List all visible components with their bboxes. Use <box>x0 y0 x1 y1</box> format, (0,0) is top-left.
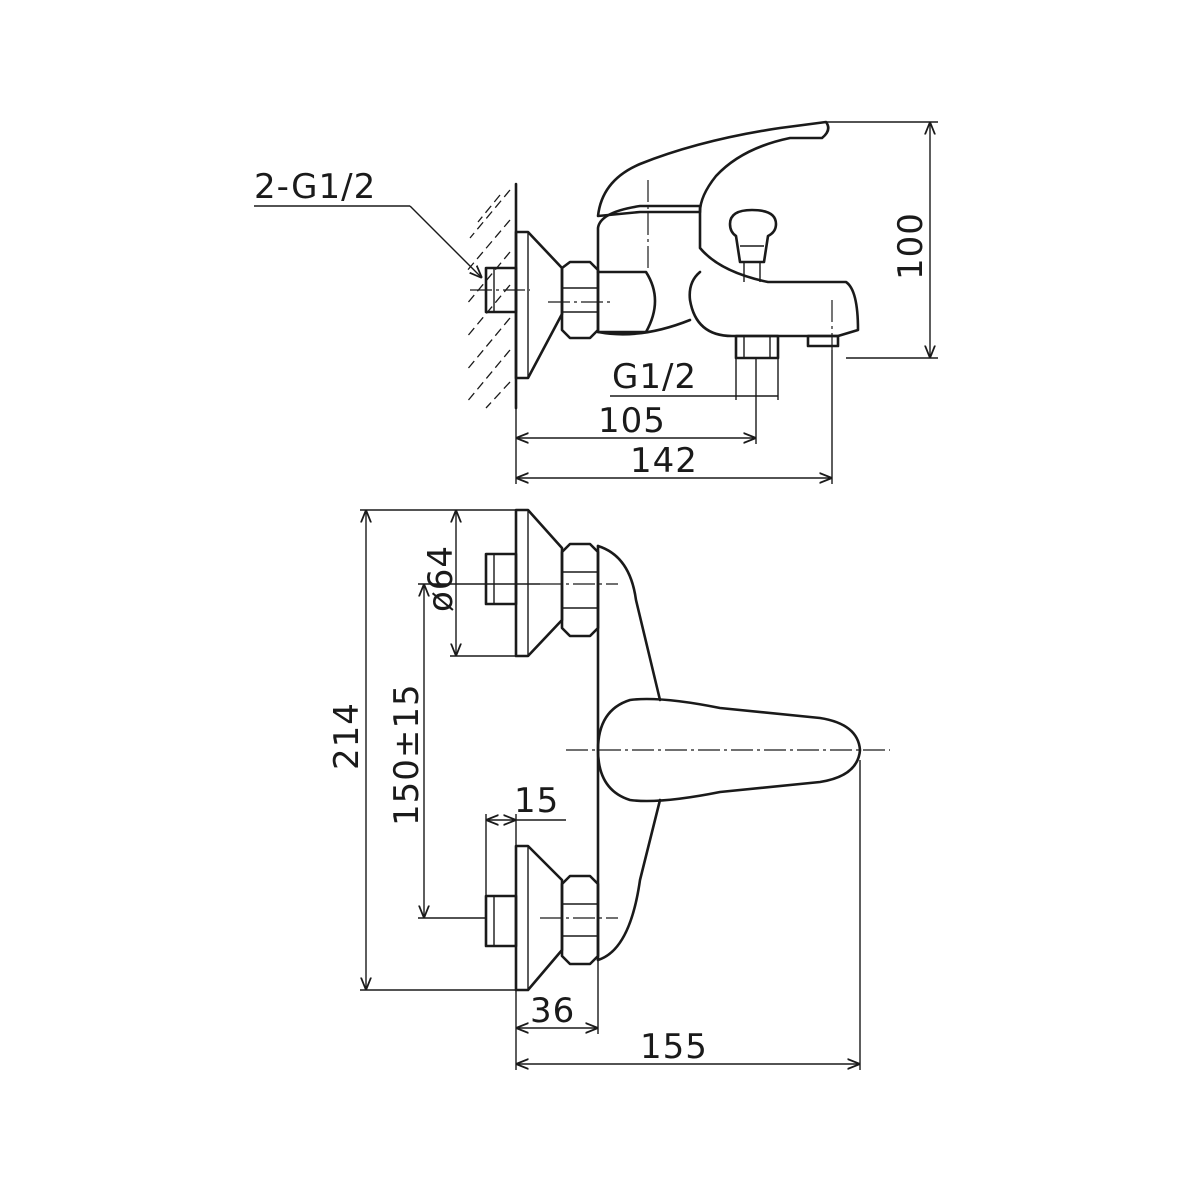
dimension-214 <box>360 509 516 991</box>
dimension-214-label: 214 <box>327 702 367 770</box>
lower-connector <box>484 894 518 948</box>
spout-outlet <box>806 300 840 350</box>
dimension-diameter-64-label: ø64 <box>421 545 461 612</box>
mixer-body <box>596 180 860 338</box>
outlet-thread-leader <box>610 358 779 400</box>
inlet-thread-label: 2-G1/2 <box>254 167 376 207</box>
dimension-36-label: 36 <box>530 991 575 1031</box>
dimension-100 <box>826 121 938 359</box>
dimension-155 <box>516 760 861 1070</box>
dimension-142 <box>516 350 833 484</box>
upper-connector <box>484 552 518 606</box>
inlet-thread-leader <box>254 205 482 278</box>
body-outline <box>596 544 662 962</box>
escutcheon <box>514 230 564 380</box>
dimension-36 <box>515 960 599 1070</box>
upper-hex-nut <box>540 542 618 638</box>
hex-nut <box>548 260 612 340</box>
dimension-105 <box>515 358 757 484</box>
dimension-150-pm-15-label: 150±15 <box>387 683 427 826</box>
dimension-155-label: 155 <box>640 1027 708 1067</box>
dimension-142-label: 142 <box>630 441 698 481</box>
dimension-150-pm-15 <box>418 583 540 919</box>
wall-hatching <box>465 182 518 410</box>
top-view: ø64 150±15 214 15 36 <box>327 508 890 1070</box>
outlet-thread-label: G1/2 <box>612 357 697 397</box>
side-view: 2-G1/2 G1/2 105 142 100 <box>254 120 938 484</box>
diverter-knob <box>728 208 778 282</box>
lever-handle <box>596 120 830 218</box>
dimension-15-label: 15 <box>514 781 559 821</box>
shower-outlet <box>734 334 780 360</box>
dimension-100-label: 100 <box>891 212 931 280</box>
dimension-105-label: 105 <box>598 401 666 441</box>
lever-top-view <box>566 697 890 803</box>
lower-hex-nut <box>540 874 618 966</box>
upper-escutcheon <box>514 508 564 658</box>
dimension-15 <box>485 814 566 896</box>
dimension-diameter-64 <box>450 509 516 657</box>
